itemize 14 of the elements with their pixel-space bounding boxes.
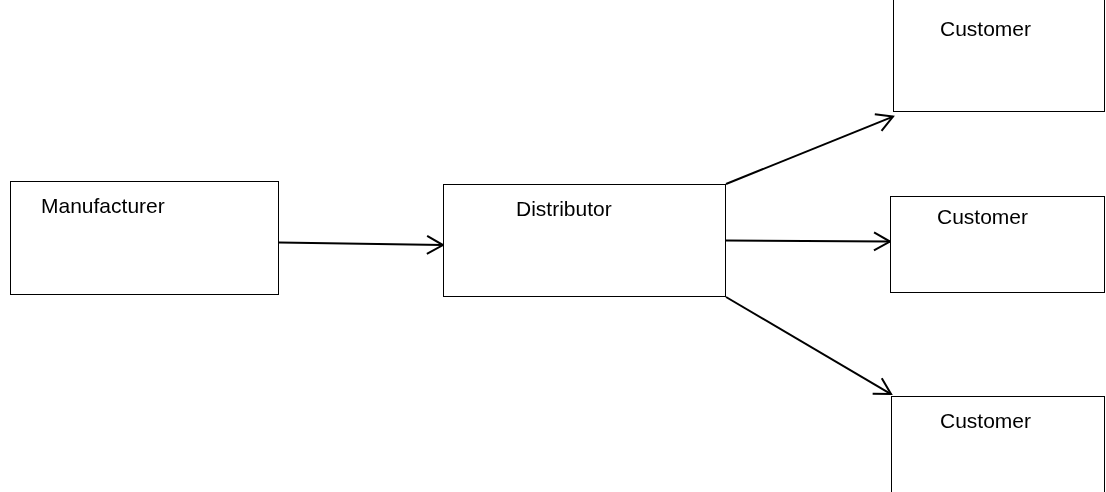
arrow xyxy=(725,296,892,396)
node-label: Customer xyxy=(940,17,1032,41)
entity-box xyxy=(10,181,279,295)
entity-box xyxy=(893,0,1105,112)
arrow xyxy=(278,234,444,255)
entity-box xyxy=(443,184,726,297)
node-label: Customer xyxy=(940,409,1032,433)
node-label: Distributor xyxy=(516,197,612,221)
arrow xyxy=(725,231,891,252)
node-label: Customer xyxy=(937,205,1029,229)
node-label: Manufacturer xyxy=(41,194,165,218)
entity-box xyxy=(890,196,1105,293)
entity-box xyxy=(891,396,1105,492)
arrow xyxy=(725,113,894,185)
